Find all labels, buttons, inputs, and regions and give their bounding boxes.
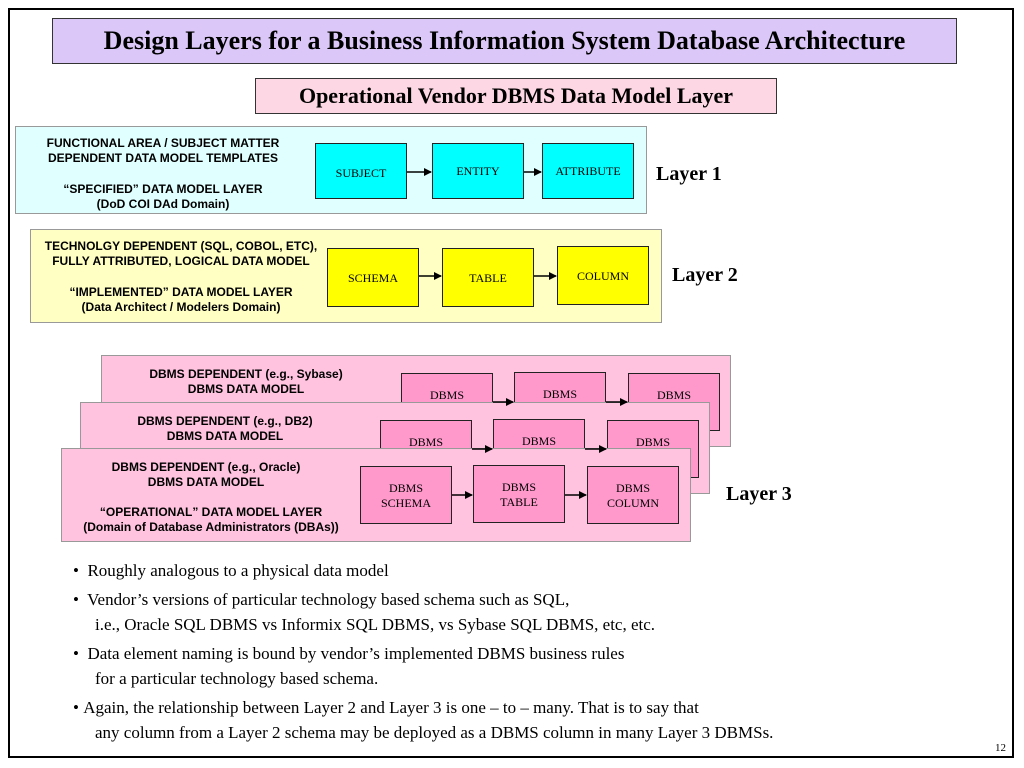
slide-title: Design Layers for a Business Information… bbox=[52, 18, 957, 64]
box-prefix: DBMS bbox=[388, 481, 423, 495]
layer1-desc-line: FUNCTIONAL AREA / SUBJECT MATTER bbox=[46, 136, 280, 150]
box-prefix: DBMS bbox=[656, 388, 691, 402]
bullet-text: Vendor’s versions of particular technolo… bbox=[87, 590, 570, 609]
slide-subtitle: Operational Vendor DBMS Data Model Layer bbox=[255, 78, 777, 114]
db2-desc-line: DBMS DATA MODEL bbox=[166, 429, 284, 443]
page-number: 12 bbox=[995, 742, 1006, 754]
oracle-desc-line: DBMS DEPENDENT (e.g., Oracle) bbox=[111, 460, 301, 474]
box-label: COLUMN bbox=[606, 496, 659, 510]
layer3-db2-description: DBMS DEPENDENT (e.g., DB2) DBMS DATA MOD… bbox=[110, 414, 340, 444]
layer1-entity-box: ENTITY bbox=[432, 143, 524, 199]
bullet-text: Roughly analogous to a physical data mod… bbox=[87, 561, 389, 580]
layer3-sybase-description: DBMS DEPENDENT (e.g., Sybase) DBMS DATA … bbox=[131, 367, 361, 397]
bullet-text: for a particular technology based schema… bbox=[95, 669, 379, 688]
box-label: ATTRIBUTE bbox=[555, 164, 621, 178]
layer1-label: Layer 1 bbox=[656, 163, 722, 185]
layer2-desc-line: FULLY ATTRIBUTED, LOGICAL DATA MODEL bbox=[52, 254, 310, 268]
sybase-desc-line: DBMS DATA MODEL bbox=[187, 382, 305, 396]
layer2-label: Layer 2 bbox=[672, 264, 738, 286]
box-prefix: DBMS bbox=[501, 480, 536, 494]
bullet-text: any column from a Layer 2 schema may be … bbox=[95, 723, 774, 742]
bullet-item: • Again, the relationship between Layer … bbox=[73, 695, 773, 745]
layer3-oracle-description: DBMS DEPENDENT (e.g., Oracle) DBMS DATA … bbox=[91, 460, 321, 490]
layer3-footer-line: (Domain of Database Administrators (DBAs… bbox=[83, 520, 339, 534]
db2-desc-line: DBMS DEPENDENT (e.g., DB2) bbox=[137, 414, 313, 428]
bullet-marker: • bbox=[73, 561, 79, 580]
bullet-text: i.e., Oracle SQL DBMS vs Informix SQL DB… bbox=[95, 615, 656, 634]
bullet-item: • Vendor’s versions of particular techno… bbox=[73, 587, 773, 637]
layer2-schema-box: SCHEMA bbox=[327, 248, 419, 307]
layer3-footer: “OPERATIONAL” DATA MODEL LAYER (Domain o… bbox=[66, 505, 356, 535]
layer2-desc-line: TECHNOLGY DEPENDENT (SQL, COBOL, ETC), bbox=[44, 239, 318, 253]
layer2-table-box: TABLE bbox=[442, 248, 534, 307]
box-label: SCHEMA bbox=[380, 496, 431, 510]
slide-frame bbox=[8, 8, 1014, 758]
box-label: SUBJECT bbox=[335, 166, 387, 180]
layer1-description: FUNCTIONAL AREA / SUBJECT MATTER DEPENDE… bbox=[18, 136, 308, 212]
layer3-label: Layer 3 bbox=[726, 483, 792, 505]
box-prefix: DBMS bbox=[408, 435, 443, 449]
bullet-marker: • bbox=[73, 644, 79, 663]
layer1-desc-line: (DoD COI DAd Domain) bbox=[96, 197, 230, 211]
bullet-text: Data element naming is bound by vendor’s… bbox=[87, 644, 625, 663]
box-label: TABLE bbox=[469, 271, 507, 285]
box-prefix: DBMS bbox=[521, 434, 556, 448]
oracle-desc-line: DBMS DATA MODEL bbox=[147, 475, 265, 489]
layer1-attribute-box: ATTRIBUTE bbox=[542, 143, 634, 199]
sybase-desc-line: DBMS DEPENDENT (e.g., Sybase) bbox=[149, 367, 343, 381]
box-label: ENTITY bbox=[456, 164, 500, 178]
layer2-column-box: COLUMN bbox=[557, 246, 649, 305]
layer3-footer-line: “OPERATIONAL” DATA MODEL LAYER bbox=[99, 505, 323, 519]
bullet-marker: • bbox=[73, 698, 79, 717]
layer1-subject-box: SUBJECT bbox=[315, 143, 407, 199]
box-prefix: DBMS bbox=[635, 435, 670, 449]
layer1-desc-line: DEPENDENT DATA MODEL TEMPLATES bbox=[47, 151, 278, 165]
bullet-item: • Data element naming is bound by vendor… bbox=[73, 641, 773, 691]
bullet-item: • Roughly analogous to a physical data m… bbox=[73, 558, 773, 583]
box-label: COLUMN bbox=[576, 269, 629, 283]
layer2-desc-line: (Data Architect / Modelers Domain) bbox=[81, 300, 281, 314]
box-prefix: DBMS bbox=[429, 388, 464, 402]
box-label: SCHEMA bbox=[347, 271, 398, 285]
box-prefix: DBMS bbox=[615, 481, 650, 495]
layer1-desc-line: “SPECIFIED” DATA MODEL LAYER bbox=[63, 182, 263, 196]
box-label: TABLE bbox=[500, 495, 538, 509]
bullet-list: • Roughly analogous to a physical data m… bbox=[73, 558, 773, 749]
bullet-marker: • bbox=[73, 590, 79, 609]
bullet-text: Again, the relationship between Layer 2 … bbox=[83, 698, 699, 717]
layer2-desc-line: “IMPLEMENTED” DATA MODEL LAYER bbox=[69, 285, 293, 299]
layer2-description: TECHNOLGY DEPENDENT (SQL, COBOL, ETC), F… bbox=[30, 239, 332, 315]
box-prefix: DBMS bbox=[542, 387, 577, 401]
